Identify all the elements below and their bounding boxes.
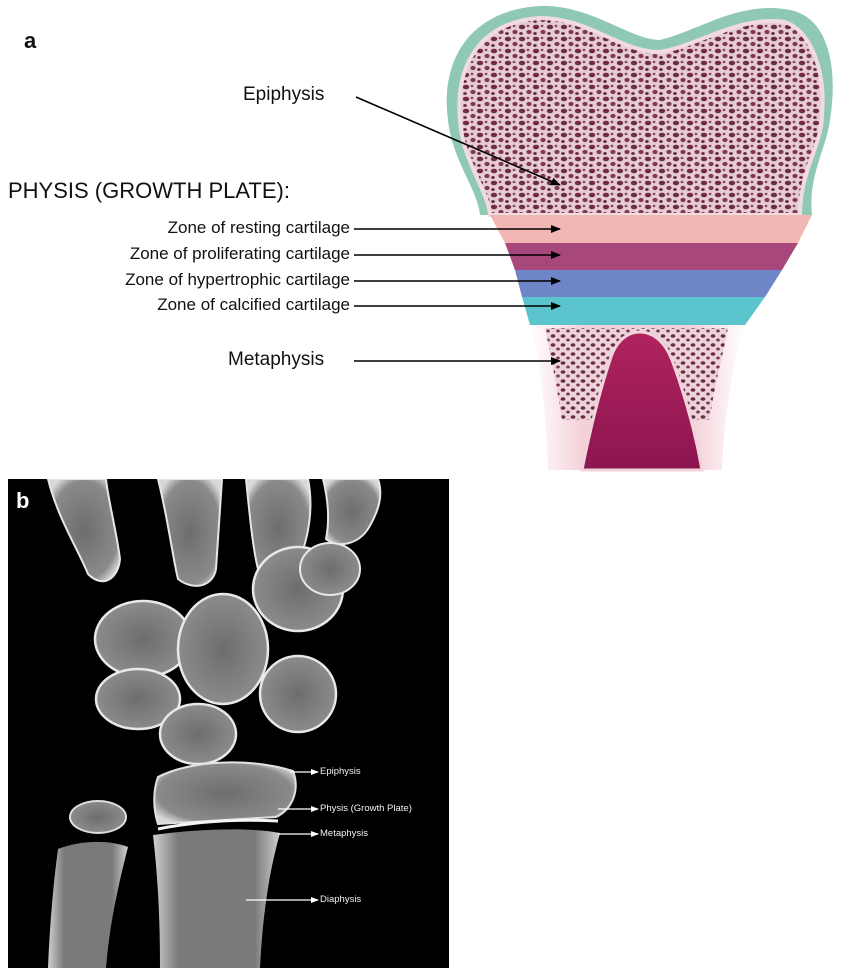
xray-epiphysis-label: Epiphysis <box>320 766 361 777</box>
xray-diaphysis-label: Diaphysis <box>320 894 361 905</box>
xray-physis-label: Physis (Growth Plate) <box>320 803 447 814</box>
xray-metaphysis-label: Metaphysis <box>320 828 368 839</box>
